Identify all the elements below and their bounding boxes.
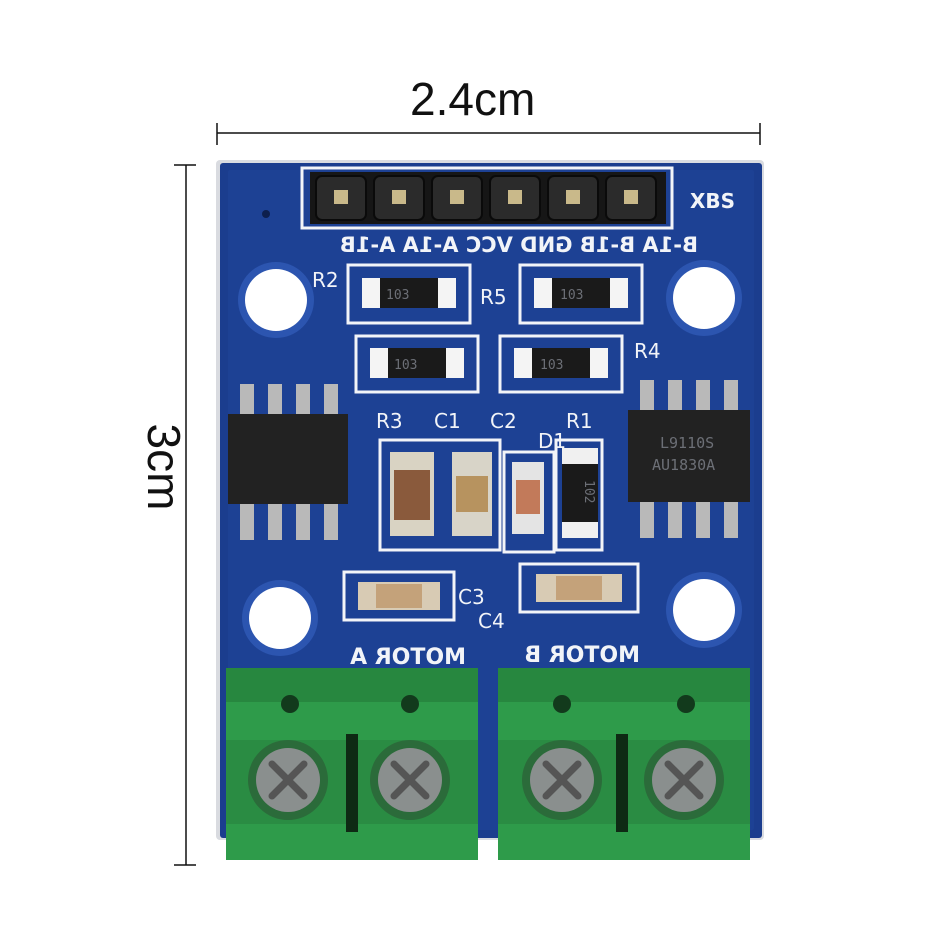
- led-d1: [512, 462, 544, 534]
- pin-header: [300, 166, 674, 230]
- capacitor-c4: [518, 562, 640, 614]
- capacitor-area-outline: [378, 438, 604, 554]
- label-c3: C3: [458, 585, 485, 609]
- pin-labels: B-1A B-1B GND VCC A-1A A-1B: [340, 233, 698, 257]
- capacitor-c2: [452, 452, 492, 536]
- label-r5: R5: [480, 285, 507, 309]
- resistor-r2: 103: [346, 263, 472, 325]
- width-dimension-line: [216, 123, 761, 145]
- label-c2: C2: [490, 409, 517, 433]
- terminal-block-motor-b: [498, 668, 750, 860]
- brand-label: XBS: [690, 189, 735, 213]
- label-c1: C1: [434, 409, 461, 433]
- label-r1: R1: [566, 409, 593, 433]
- resistor-r5: 103: [518, 263, 644, 325]
- capacitor-c3: [342, 570, 456, 622]
- r1-code: 102: [581, 480, 596, 503]
- label-r3: R3: [376, 409, 403, 433]
- ic-text-1: L9110S: [660, 434, 714, 452]
- label-c4: C4: [478, 609, 505, 633]
- label-r4: R4: [634, 339, 661, 363]
- label-r2: R2: [312, 268, 339, 292]
- resistor-r3: 103: [354, 334, 480, 394]
- r2-code: 103: [386, 288, 409, 303]
- capacitor-c1: [390, 452, 434, 536]
- width-dimension-label: 2.4cm: [410, 73, 536, 125]
- ic-right: L9110S AU1830A: [628, 380, 750, 538]
- r3-code: 103: [394, 358, 417, 373]
- motor-b-label: MOTOR B: [524, 643, 640, 668]
- resistor-r4: 103: [498, 334, 624, 394]
- terminal-block-motor-a: [226, 668, 478, 860]
- motor-a-label: MOTOR A: [350, 645, 466, 670]
- r4-code: 103: [540, 358, 563, 373]
- r5-code: 103: [560, 288, 583, 303]
- mounting-holes: [238, 210, 742, 656]
- ic-text-2: AU1830A: [652, 456, 715, 474]
- resistor-r1: 102: [562, 448, 598, 538]
- height-dimension-line: [174, 164, 196, 866]
- ic-left: [228, 384, 348, 540]
